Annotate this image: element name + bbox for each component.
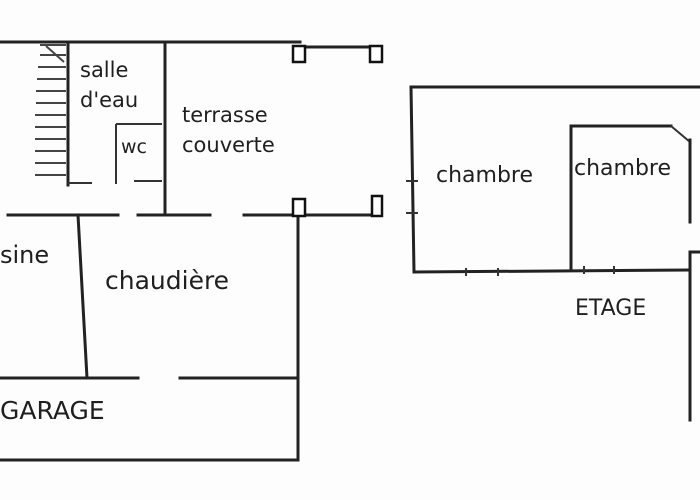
- room-label-wc: wc: [121, 136, 147, 158]
- post-bottom-right: [370, 194, 384, 218]
- salle-label-line2: d'eau: [80, 88, 139, 112]
- post-top-right: [368, 44, 384, 64]
- terrace-posts: [291, 44, 384, 218]
- terrasse-label-line1: terrasse: [182, 103, 268, 127]
- floor-label-etage: ETAGE: [575, 296, 647, 321]
- cuisine-chaudiere-wall: [76, 213, 89, 380]
- room-label-cuisine: sine: [0, 241, 50, 269]
- ground-floor-walls: [0, 40, 380, 462]
- upper-bottom-wall: [412, 268, 690, 274]
- room-label-garage: GARAGE: [0, 396, 105, 425]
- upper-floor-walls: [406, 85, 700, 422]
- room-label-chaudiere: chaudière: [105, 266, 230, 295]
- salle-label-line1: salle: [80, 58, 129, 82]
- chambre2-corner: [670, 125, 691, 143]
- room-label-chambre-1: chambre: [436, 163, 534, 188]
- room-label-salle-d-eau: salle d'eau: [80, 55, 138, 115]
- room-label-terrasse-couverte: terrasse couverte: [182, 100, 275, 160]
- staircase: [35, 44, 66, 176]
- room-label-chambre-2: chambre: [574, 156, 672, 181]
- upper-left-wall: [409, 85, 416, 274]
- terrasse-label-line2: couverte: [182, 133, 275, 157]
- post-bottom-left: [291, 197, 307, 218]
- post-top-left: [291, 44, 307, 64]
